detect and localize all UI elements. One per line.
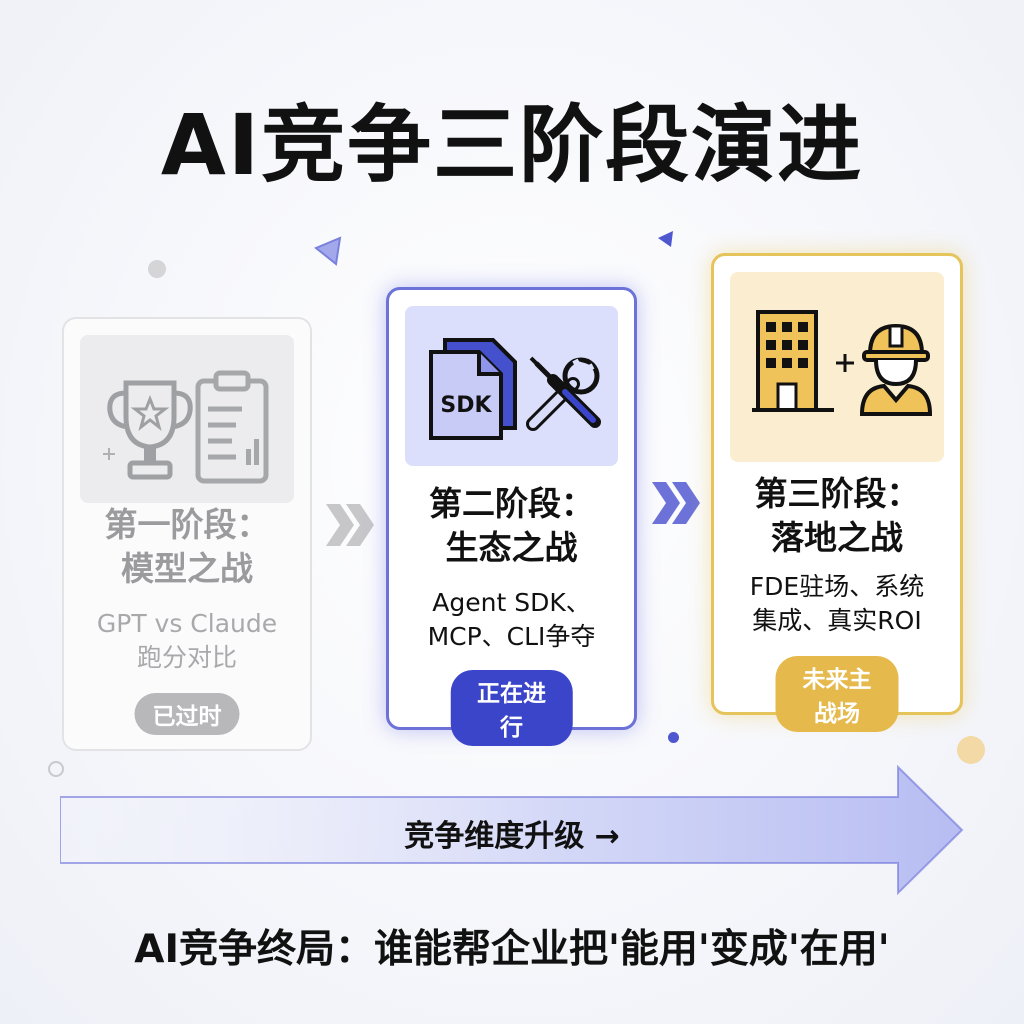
stage-2-desc-line2: MCP、CLI争夺 (427, 622, 596, 651)
conclusion-text: AI竞争终局：谁能帮企业把'能用'变成'在用' (134, 927, 890, 972)
building-icon (752, 310, 834, 412)
stage-2-illustration: SDK (405, 306, 618, 466)
worker-icon (859, 323, 933, 416)
decor-triangle-small (658, 231, 673, 247)
tools-icon (526, 356, 601, 431)
sdk-label: SDK (440, 393, 492, 418)
sparkle-icon (103, 448, 115, 460)
stage-2-heading: 第二阶段： 生态之战 (389, 482, 634, 570)
stage-2-heading-line1: 第二阶段： (429, 484, 594, 523)
stage-2-status-badge: 正在进行 (450, 670, 573, 746)
stage-2-description: Agent SDK、 MCP、CLI争夺 (389, 586, 634, 654)
chevron-double-right-icon (326, 504, 374, 546)
stage-3-desc-line2: 集成、真实ROI (752, 606, 922, 635)
stage-2-desc-line1: Agent SDK、 (432, 588, 591, 617)
page-title: AI竞争三阶段演进 (160, 96, 864, 194)
decor-circle-outline (48, 761, 64, 777)
stage-1-heading-line1: 第一阶段： (104, 505, 270, 544)
stage-1-heading-line2: 模型之战 (121, 549, 253, 588)
stage-3-status-badge: 未来主战场 (775, 656, 899, 732)
stage-3-desc-line1: FDE驻场、系统 (749, 572, 925, 601)
stage-3-heading: 第三阶段： 落地之战 (714, 472, 960, 560)
stage-1-heading: 第一阶段： 模型之战 (64, 503, 310, 591)
plus-icon (836, 354, 854, 372)
stage-1-desc-line1: GPT vs Claude (96, 609, 278, 638)
chevron-double-right-icon (652, 482, 700, 524)
stage-1-illustration (80, 335, 294, 503)
stage-card-3: 第三阶段： 落地之战 FDE驻场、系统 集成、真实ROI 未来主战场 (711, 253, 963, 732)
stage-1-desc-line2: 跑分对比 (136, 643, 237, 672)
clipboard-chart-icon (195, 370, 269, 484)
stage-1-description: GPT vs Claude 跑分对比 (64, 607, 310, 675)
progress-arrow-label: 竞争维度升级 → (404, 819, 620, 854)
stage-3-illustration (730, 272, 944, 462)
stage-3-heading-line2: 落地之战 (771, 518, 903, 557)
decor-dot-gold (957, 736, 985, 764)
sdk-document-icon: SDK (429, 338, 517, 440)
stage-3-description: FDE驻场、系统 集成、真实ROI (714, 570, 960, 638)
decor-dot-blue (668, 732, 679, 743)
trophy-icon (107, 380, 193, 480)
stage-1-status-badge: 已过时 (134, 693, 240, 735)
decor-triangle-blue (314, 236, 342, 266)
decor-dot-gray (148, 260, 166, 278)
progress-arrow (60, 765, 964, 895)
stage-card-2: SDK 第二阶段： 生态之战 Agent SDK、 MCP、CLI争夺 正在进行 (386, 287, 637, 746)
stage-3-heading-line1: 第三阶段： (754, 474, 920, 513)
stage-2-heading-line2: 生态之战 (445, 528, 578, 567)
stage-card-1: 第一阶段： 模型之战 GPT vs Claude 跑分对比 已过时 (62, 317, 312, 751)
